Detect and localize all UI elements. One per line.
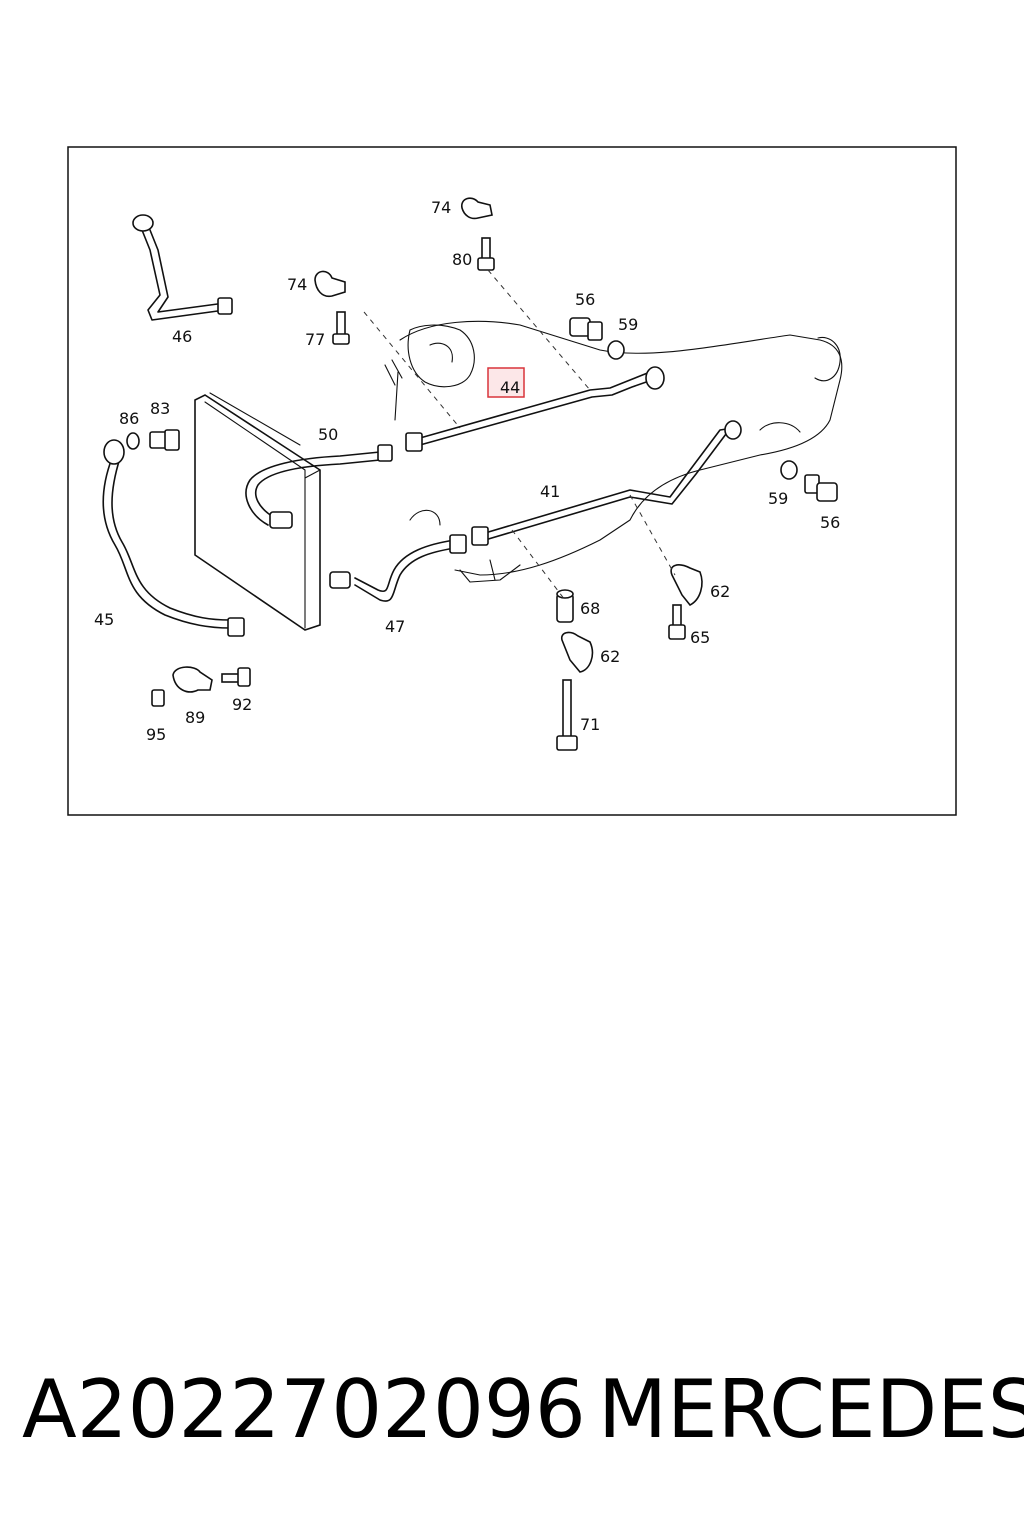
label-89: 89 <box>185 708 205 727</box>
part-65-screw <box>668 604 686 640</box>
part-92-screw <box>221 667 251 687</box>
label-71: 71 <box>580 715 600 734</box>
part-56b-bolt <box>804 474 838 502</box>
label-92: 92 <box>232 695 252 714</box>
part-68-spacer <box>556 589 574 623</box>
part-95-nut <box>151 689 165 707</box>
part-50-pipe <box>245 444 393 529</box>
label-56a: 56 <box>575 290 595 309</box>
part-46-pipe <box>132 214 233 321</box>
label-41: 41 <box>540 482 560 501</box>
label-77: 77 <box>305 330 325 349</box>
part-83-bolt <box>149 429 180 451</box>
label-62a: 62 <box>710 582 730 601</box>
label-45: 45 <box>94 610 114 629</box>
part-62b-clamp <box>560 631 594 673</box>
part-number: A2022702096 <box>22 1363 586 1456</box>
label-80: 80 <box>452 250 472 269</box>
label-65: 65 <box>690 628 710 647</box>
label-68: 68 <box>580 599 600 618</box>
label-83: 83 <box>150 399 170 418</box>
label-59b: 59 <box>768 489 788 508</box>
part-86-washer <box>126 432 140 450</box>
highlight-box <box>487 367 525 398</box>
part-62a-clamp <box>670 564 703 607</box>
label-74b: 74 <box>287 275 307 294</box>
part-89-clamp <box>172 666 213 693</box>
label-74a: 74 <box>431 198 451 217</box>
part-47-pipe <box>329 534 467 602</box>
label-86: 86 <box>119 409 139 428</box>
label-50: 50 <box>318 425 338 444</box>
label-46: 46 <box>172 327 192 346</box>
transmission-housing <box>384 320 843 583</box>
label-44: 44 <box>500 378 520 397</box>
part-56a-bolt <box>569 317 603 341</box>
leader-lines <box>363 269 676 601</box>
diagram-frame <box>67 146 957 816</box>
part-41-pipe <box>471 420 742 546</box>
part-45-hose <box>102 439 245 637</box>
oil-cooler <box>194 392 321 631</box>
label-59a: 59 <box>618 315 638 334</box>
part-74a-clamp <box>461 197 493 220</box>
part-59a-washer <box>607 340 625 360</box>
label-95: 95 <box>146 725 166 744</box>
label-47: 47 <box>385 617 405 636</box>
part-77-screw <box>332 311 350 345</box>
part-74b-clamp <box>314 270 346 298</box>
part-44-pipe <box>405 366 665 452</box>
part-71-bolt <box>556 679 578 751</box>
brand-name: MERCEDES <box>598 1363 1024 1456</box>
label-62b: 62 <box>600 647 620 666</box>
part-59b-washer <box>780 460 798 480</box>
label-56b: 56 <box>820 513 840 532</box>
part-80-screw <box>477 237 495 271</box>
